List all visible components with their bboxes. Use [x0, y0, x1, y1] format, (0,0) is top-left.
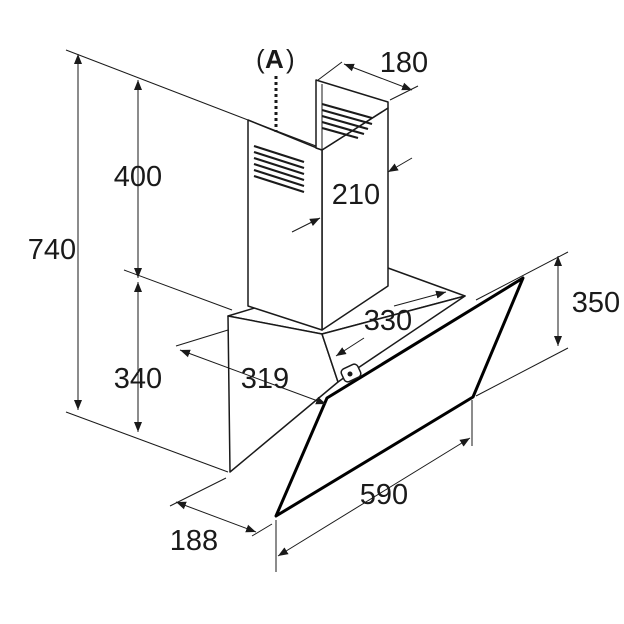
label-188: 188: [170, 525, 218, 557]
callout-a: ( A ): [256, 44, 295, 132]
callout-open: (: [256, 44, 265, 74]
vent-slots-upper: [321, 102, 373, 140]
dim-line-210: [291, 217, 321, 233]
label-740: 740: [28, 234, 76, 266]
dim-line-319: [179, 349, 327, 405]
chimney-top-rim: [247, 119, 317, 147]
label-350: 350: [572, 287, 620, 319]
label-590: 590: [360, 479, 408, 511]
dim-line-180: [343, 63, 413, 91]
chimney-side-panel: [247, 119, 323, 331]
label-340: 340: [114, 363, 162, 395]
vent-slots-side: [253, 144, 305, 194]
label-180: 180: [380, 47, 428, 79]
label-400: 400: [114, 161, 162, 193]
dim-line-330-a: [393, 290, 447, 307]
callout-close: ): [286, 44, 295, 74]
dimension-lines: [65, 49, 569, 572]
label-319: 319: [241, 363, 289, 395]
dim-line-330-b: [335, 337, 365, 357]
dim-line-590: [277, 437, 471, 557]
callout-letter: A: [265, 44, 284, 74]
label-330: 330: [364, 305, 412, 337]
dimension-labels: 740 400 340 180 210 330 319 350 590 188: [28, 47, 620, 557]
hood-outline: [227, 79, 525, 518]
hinge-pin: [347, 371, 353, 377]
label-210: 210: [332, 179, 380, 211]
dim-line-188: [175, 501, 257, 533]
